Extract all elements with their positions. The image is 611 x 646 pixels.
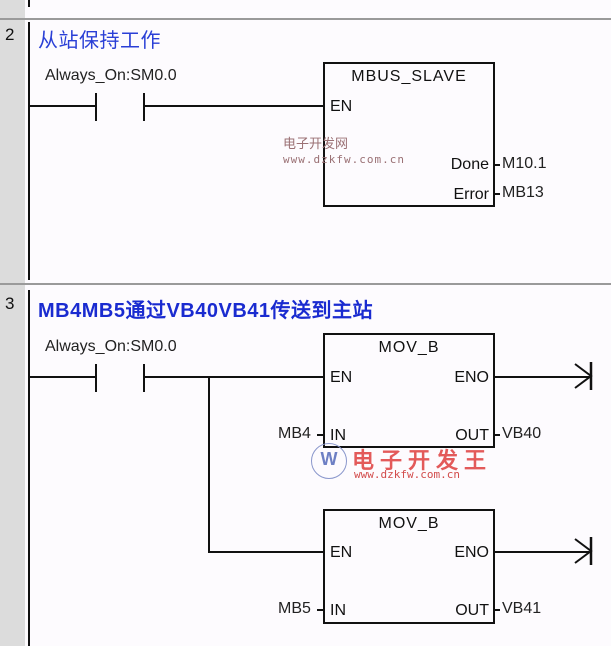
network-separator <box>0 18 611 20</box>
block-title: MBUS_SLAVE <box>351 68 467 85</box>
pin-done: Done <box>450 156 489 173</box>
mov-b-block-1[interactable]: MOV_B EN IN ENO OUT <box>323 333 495 448</box>
contact-left-bar <box>95 93 97 121</box>
operand-done[interactable]: M10.1 <box>502 155 547 172</box>
pin-stub <box>493 164 500 166</box>
pin-in: IN <box>330 602 346 619</box>
pin-stub <box>493 609 500 611</box>
pin-eno: ENO <box>454 369 489 386</box>
rung-end-arrow-icon <box>574 537 593 565</box>
network-number: 3 <box>5 294 15 313</box>
pin-out: OUT <box>455 427 489 444</box>
rung-end-arrow-icon <box>574 362 593 390</box>
pin-eno: ENO <box>454 544 489 561</box>
operand-error[interactable]: MB13 <box>502 184 544 201</box>
pin-en: EN <box>330 98 353 115</box>
block-title: MOV_B <box>378 339 440 356</box>
pin-stub <box>493 193 500 195</box>
wire <box>208 551 325 553</box>
watermark-site-url: www.dzkfw.com.cn <box>354 468 460 481</box>
eno-wire <box>493 551 589 553</box>
watermark-site-name: 电子开发网 <box>283 136 349 151</box>
eno-wire <box>493 376 589 378</box>
power-rail <box>28 0 30 7</box>
wire <box>145 105 325 107</box>
contact-left-bar <box>95 364 97 392</box>
power-rail <box>28 290 30 646</box>
contact-label[interactable]: Always_On:SM0.0 <box>45 338 177 355</box>
mov-b-block-2[interactable]: MOV_B EN IN ENO OUT <box>323 509 495 624</box>
contact-right-bar <box>143 93 145 121</box>
pin-stub <box>493 434 500 436</box>
contact-right-bar <box>143 364 145 392</box>
network-number-gutter <box>0 0 25 646</box>
pin-en: EN <box>330 369 353 386</box>
watermark-site-name: 电子开发王 <box>352 448 493 473</box>
power-rail <box>28 22 30 280</box>
pin-error: Error <box>453 186 489 203</box>
pin-in: IN <box>330 427 346 444</box>
pin-stub <box>317 609 324 611</box>
branch-wire <box>208 376 210 552</box>
watermark-logo-icon: W <box>311 443 347 479</box>
block-title: MOV_B <box>378 515 440 532</box>
network-number: 2 <box>5 25 15 44</box>
operand-out[interactable]: VB41 <box>502 600 542 617</box>
wire <box>145 376 325 378</box>
pin-out: OUT <box>455 602 489 619</box>
operand-in[interactable]: MB5 <box>278 600 311 617</box>
mbus-slave-block[interactable]: MBUS_SLAVE EN Done Error <box>323 62 495 207</box>
network-separator <box>0 283 611 285</box>
wire <box>30 376 96 378</box>
network-comment[interactable]: 从站保持工作 <box>38 30 161 52</box>
contact-label[interactable]: Always_On:SM0.0 <box>45 67 177 84</box>
pin-stub <box>317 434 324 436</box>
watermark-site-url: www.dzkfw.com.cn <box>283 153 405 166</box>
wire <box>30 105 96 107</box>
network-comment[interactable]: MB4MB5通过VB40VB41传送到主站 <box>38 300 374 322</box>
pin-en: EN <box>330 544 353 561</box>
operand-in[interactable]: MB4 <box>278 425 311 442</box>
operand-out[interactable]: VB40 <box>502 425 542 442</box>
